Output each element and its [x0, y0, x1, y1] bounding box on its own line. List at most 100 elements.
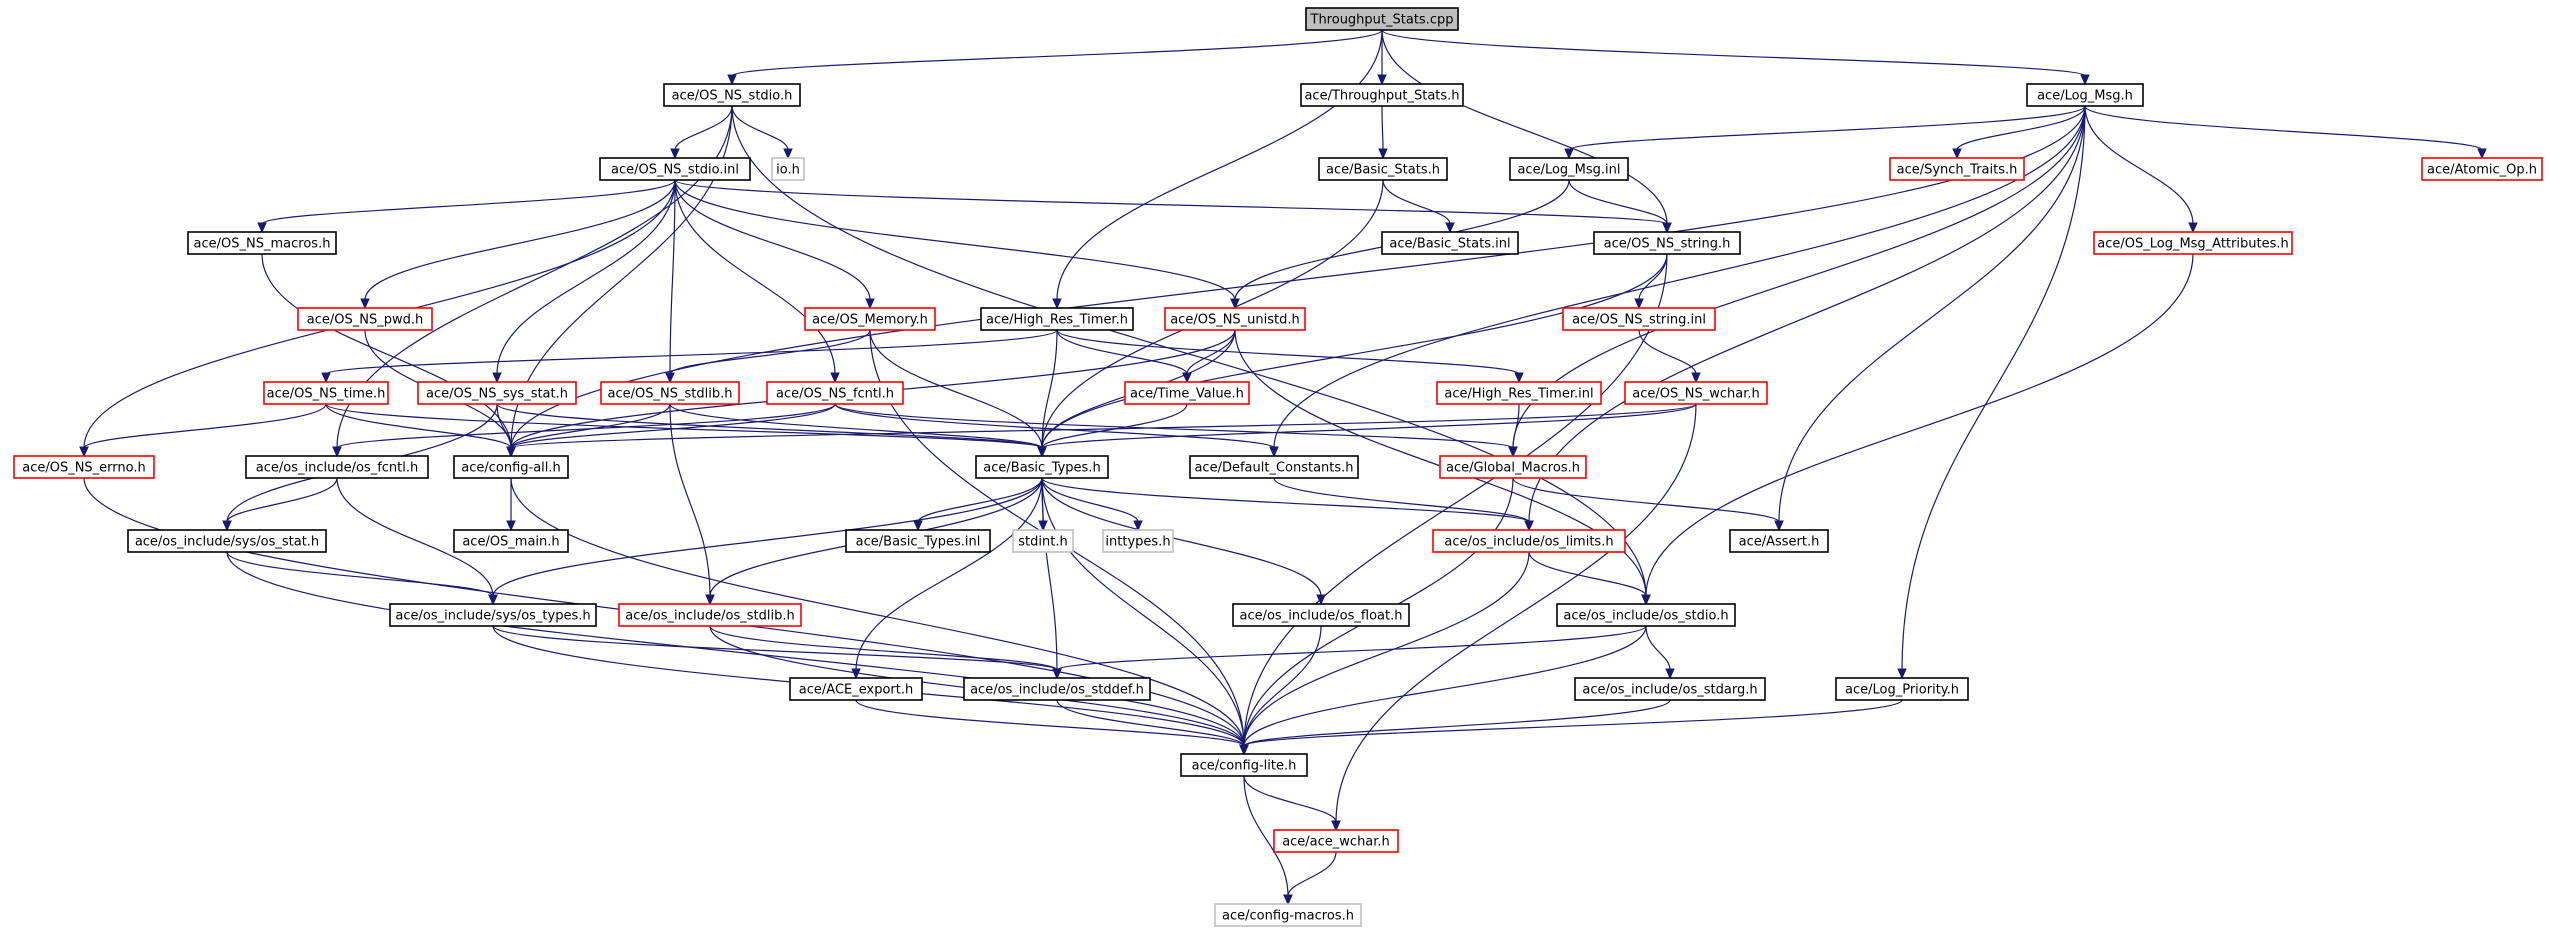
- node-box: [1273, 829, 1399, 853]
- node-os-main-h[interactable]: ace/OS_main.h: [453, 529, 569, 553]
- arrowhead-icon: [488, 594, 498, 606]
- edge-os_ns_macros_h-to-config_all_h: [261, 253, 516, 458]
- edge-config_lite_h-to-ace_wchar_h: [1243, 775, 1341, 832]
- node-synch-traits-h[interactable]: ace/Synch_Traits.h: [1889, 157, 2025, 181]
- edge-os_ns_fcntl_h-to-os_include_os_fcntl_h: [332, 403, 836, 458]
- arrowhead-icon: [2188, 222, 2198, 234]
- node-ace-wchar-h[interactable]: ace/ace_wchar.h: [1273, 829, 1399, 853]
- node-box: [2093, 231, 2293, 255]
- node-config-lite-h[interactable]: ace/config-lite.h: [1180, 753, 1308, 777]
- node-log-priority-h[interactable]: ace/Log_Priority.h: [1835, 677, 1969, 701]
- edge-line: [1381, 29, 2086, 77]
- edge-line: [1056, 329, 1188, 375]
- edge-basic_types_h-to-inttypes_h: [1041, 477, 1143, 532]
- node-box: [1562, 307, 1716, 331]
- edge-line: [855, 477, 1043, 671]
- node-time-value-h[interactable]: ace/Time_Value.h: [1124, 381, 1250, 405]
- node-box: [1436, 381, 1602, 405]
- edge-line: [1041, 253, 1668, 449]
- node-label: ace/Default_Constants.h: [1194, 461, 1353, 476]
- node-box: [980, 307, 1134, 331]
- node-os-include-sys-os-stat-h[interactable]: ace/os_include/sys/os_stat.h: [127, 529, 327, 553]
- node-basic-types-inl[interactable]: ace/Basic_Types.inl: [845, 529, 991, 553]
- node-high-res-timer-inl[interactable]: ace/High_Res_Timer.inl: [1436, 381, 1602, 405]
- edge-high_res_timer_h-to-os_ns_time_h: [321, 329, 1058, 384]
- arrowhead-icon: [1283, 894, 1293, 906]
- node-high-res-timer-h[interactable]: ace/High_Res_Timer.h: [980, 307, 1134, 331]
- node-label: ace/OS_NS_errno.h: [22, 461, 146, 476]
- node-os-ns-time-h[interactable]: ace/OS_NS_time.h: [263, 381, 389, 405]
- node-label: ace/OS_NS_unistd.h: [1170, 313, 1300, 328]
- node-os-include-os-stdlib-h[interactable]: ace/os_include/os_stdlib.h: [618, 603, 802, 627]
- node-os-ns-pwd-h[interactable]: ace/OS_NS_pwd.h: [297, 307, 433, 331]
- arrowhead-icon: [1331, 820, 1341, 832]
- node-log-msg-h[interactable]: ace/Log_Msg.h: [2026, 83, 2144, 107]
- node-os-ns-unistd-h[interactable]: ace/OS_NS_unistd.h: [1164, 307, 1306, 331]
- node-default-constants-h[interactable]: ace/Default_Constants.h: [1189, 455, 1359, 479]
- node-os-ns-wchar-h[interactable]: ace/OS_NS_wchar.h: [1624, 381, 1768, 405]
- node-label: ace/High_Res_Timer.h: [986, 313, 1128, 328]
- node-label: ace/ACE_export.h: [799, 683, 913, 698]
- node-os-ns-sys-stat-h[interactable]: ace/OS_NS_sys_stat.h: [417, 381, 577, 405]
- arrowhead-icon: [1445, 222, 1455, 234]
- edge-os_ns_stdio_inl-to-os_memory_h: [674, 179, 875, 310]
- node-os-include-os-float-h[interactable]: ace/os_include/os_float.h: [1232, 603, 1410, 627]
- node-box: [2421, 157, 2543, 181]
- edge-log_msg_h-to-synch_traits_h: [1952, 105, 2086, 160]
- node-throughput-stats-h[interactable]: ace/Throughput_Stats.h: [1300, 83, 1464, 107]
- edge-line: [1243, 699, 1671, 747]
- node-basic-types-h[interactable]: ace/Basic_Types.h: [975, 455, 1109, 479]
- edge-line: [1056, 329, 1520, 375]
- node-label: Throughput_Stats.cpp: [1310, 13, 1454, 28]
- node-log-msg-inl[interactable]: ace/Log_Msg.inl: [1509, 157, 1629, 181]
- node-box: [1509, 157, 1629, 181]
- edge-line: [1287, 851, 1337, 897]
- node-atomic-op-h[interactable]: ace/Atomic_Op.h: [2421, 157, 2543, 181]
- node-os-ns-string-h[interactable]: ace/OS_NS_string.h: [1593, 231, 1741, 255]
- node-label: ace/OS_NS_string.inl: [1572, 313, 1706, 328]
- node-root[interactable]: Throughput_Stats.cpp: [1305, 7, 1459, 31]
- node-assert-h[interactable]: ace/Assert.h: [1729, 529, 1829, 553]
- edge-line: [496, 403, 1043, 449]
- node-basic-stats-h[interactable]: ace/Basic_Stats.h: [1318, 157, 1448, 181]
- node-os-include-os-stdarg-h[interactable]: ace/os_include/os_stdarg.h: [1574, 677, 1766, 701]
- node-os-include-os-fcntl-h[interactable]: ace/os_include/os_fcntl.h: [245, 455, 429, 479]
- node-box: [2026, 83, 2144, 107]
- node-config-all-h[interactable]: ace/config-all.h: [453, 455, 569, 479]
- node-os-include-os-stdio-h[interactable]: ace/os_include/os_stdio.h: [1556, 603, 1736, 627]
- edge-root-to-high_res_timer_h: [1052, 29, 1383, 310]
- node-os-include-os-stddef-h[interactable]: ace/os_include/os_stddef.h: [963, 677, 1151, 701]
- node-box: [599, 157, 751, 181]
- edge-line: [1041, 477, 1139, 523]
- node-os-include-sys-os-types-h[interactable]: ace/os_include/sys/os_types.h: [389, 603, 597, 627]
- node-os-ns-stdio-inl[interactable]: ace/OS_NS_stdio.inl: [599, 157, 751, 181]
- edge-basic_types_h-to-os_include_os_stddef_h: [1041, 477, 1062, 680]
- arrowhead-icon: [1377, 74, 1387, 86]
- edge-line: [1381, 105, 1384, 151]
- node-os-log-msg-attributes-h[interactable]: ace/OS_Log_Msg_Attributes.h: [2093, 231, 2293, 255]
- node-os-ns-macros-h[interactable]: ace/OS_NS_macros.h: [187, 231, 337, 255]
- node-os-ns-string-inl[interactable]: ace/OS_NS_string.inl: [1562, 307, 1716, 331]
- edge-os_include_sys_os_stat_h-to-config_lite_h: [226, 551, 1249, 756]
- edge-line: [731, 105, 789, 151]
- edge-os_ns_stdio_h-to-io_h: [731, 105, 793, 160]
- node-basic-stats-inl[interactable]: ace/Basic_Stats.inl: [1381, 231, 1519, 255]
- arrowhead-icon: [1508, 446, 1518, 458]
- node-label: ace/os_include/os_stdarg.h: [1582, 683, 1757, 698]
- node-ace-export-h[interactable]: ace/ACE_export.h: [789, 677, 923, 701]
- edge-log_msg_h-to-log_priority_h: [1897, 105, 2086, 680]
- node-box: [1180, 753, 1308, 777]
- node-os-ns-stdio-h[interactable]: ace/OS_NS_stdio.h: [663, 83, 801, 107]
- node-os-memory-h[interactable]: ace/OS_Memory.h: [804, 307, 936, 331]
- node-os-ns-fcntl-h[interactable]: ace/OS_NS_fcntl.h: [766, 381, 904, 405]
- node-label: ace/Basic_Stats.h: [1326, 163, 1440, 178]
- node-label: io.h: [776, 163, 800, 178]
- edge-default_constants_h-to-os_include_os_limits_h: [1273, 477, 1534, 532]
- node-os-ns-errno-h[interactable]: ace/OS_NS_errno.h: [13, 455, 155, 479]
- edge-line: [1056, 625, 1647, 671]
- node-os-ns-stdlib-h[interactable]: ace/OS_NS_stdlib.h: [600, 381, 740, 405]
- node-os-include-os-limits-h[interactable]: ace/os_include/os_limits.h: [1432, 529, 1626, 553]
- node-global-macros-h[interactable]: ace/Global_Macros.h: [1439, 455, 1587, 479]
- edge-high_res_timer_h-to-high_res_timer_inl: [1056, 329, 1524, 384]
